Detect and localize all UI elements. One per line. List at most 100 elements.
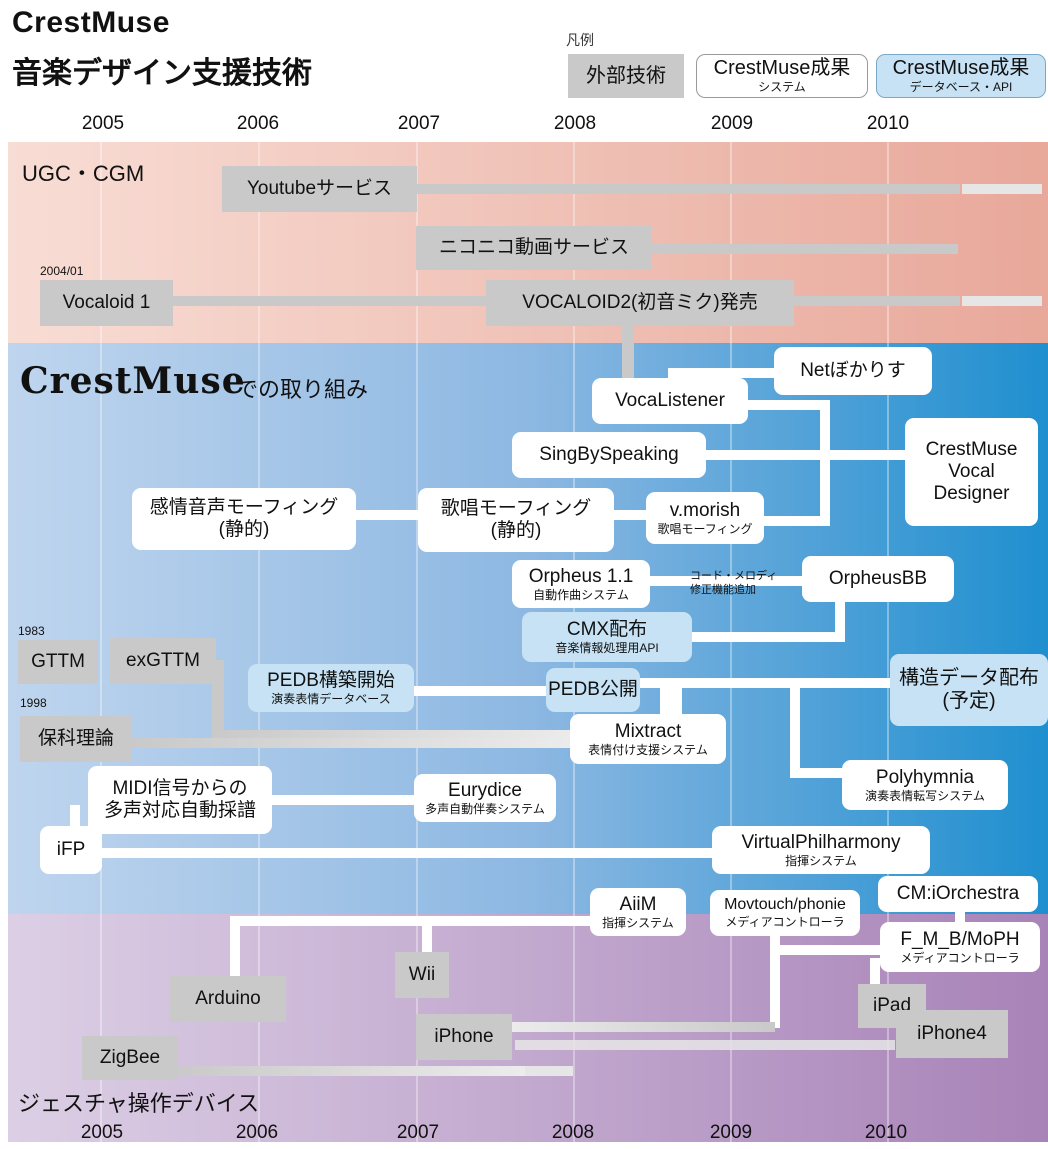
node-exgttm: exGTTM [110,638,216,684]
node-pedb-start: PEDB構築開始 演奏表情データベース [248,664,414,712]
year-label-bottom-2006: 2006 [235,1122,279,1143]
year-label-bottom-2007: 2007 [396,1122,440,1143]
hoka-to-mixtract [130,738,580,748]
legend-system-sub: システム [758,80,806,95]
node-arduino: Arduino [170,976,286,1022]
band-label-crestmuse-suffix: での取り組み [236,377,369,402]
note-hoka-date: 1998 [20,696,47,710]
orpheus-note-line2: 修正機能追加 [690,584,756,597]
crestmuse-connectors [70,368,910,858]
vmorish-title: v.morish [669,499,741,521]
pedb-start-title: PEDB構築開始 [267,669,395,691]
node-vocaloid1: Vocaloid 1 [40,280,173,326]
orpheus-title: Orpheus 1.1 [528,565,634,587]
virtualphil-sub: 指揮システム [785,853,857,868]
node-vmorish: v.morish 歌唱モーフィング [646,492,764,544]
zigbee-dashed [525,1066,573,1076]
kozo-line1: 構造データ配布 [899,667,1039,689]
midi-line2: 多声対応自動採譜 [103,800,256,821]
legend-system-box: CrestMuse成果 システム [696,54,868,98]
zigbee-line [175,1066,525,1076]
vocaloid2-to-vocalistener [622,326,634,382]
node-youtube: Youtubeサービス [222,166,417,212]
vocal-designer-line3: Designer [933,482,1010,504]
fmb-sub: メディアコントローラ [900,950,1020,965]
band-label-crestmuse-logo: CrestMuse [20,360,246,402]
legend-db-title: CrestMuse成果 [892,57,1030,80]
chart-title: CrestMuse [12,6,170,39]
band-label-gesture: ジェスチャ操作デバイス [18,1091,260,1116]
node-mixtract: Mixtract 表情付け支援システム [570,714,726,764]
year-label-top-2005: 2005 [81,113,125,134]
chart-subtitle: 音楽デザイン支援技術 [12,57,312,90]
year-label-bottom-2009: 2009 [709,1122,753,1143]
node-polyhymnia: Polyhymnia 演奏表情転写システム [842,760,1008,810]
node-kasho-morphing: 歌唱モーフィング (静的) [418,488,614,552]
eurydice-sub: 多声自動伴奏システム [425,801,545,816]
nicovideo-line [638,244,958,254]
node-netbokarisu: Netぼかりす [774,347,932,395]
eurydice-title: Eurydice [448,779,522,801]
band-label-ugc: UGC・CGM [22,161,145,186]
node-wii: Wii [395,952,449,998]
kasho-line2: (静的) [490,520,542,541]
legend-db-box: CrestMuse成果 データベース・API [876,54,1046,98]
node-orpheus: Orpheus 1.1 自動作曲システム [512,560,650,608]
year-label-top-2009: 2009 [710,113,754,134]
node-fmb-moph: F_M_B/MoPH メディアコントローラ [880,922,1040,972]
cmx-title: CMX配布 [566,618,648,640]
aiim-title: AiiM [619,893,657,915]
year-label-top-2010: 2010 [866,113,910,134]
node-vocal-designer: CrestMuse Vocal Designer [905,418,1038,526]
aiim-sub: 指揮システム [602,915,674,930]
node-hoka-theory: 保科理論 [20,716,132,762]
vocaloid2-line [790,296,960,306]
iphone-line [510,1022,775,1032]
legend-db-sub: データベース・API [909,80,1013,95]
node-movtouch: Movtouch/phonie メディアコントローラ [710,890,860,936]
node-aiim: AiiM 指揮システム [590,888,686,936]
kasho-line1: 歌唱モーフィング [440,498,592,520]
year-label-top-2007: 2007 [397,113,441,134]
movtouch-title: Movtouch/phonie [724,896,846,914]
node-gttm: GTTM [18,640,98,684]
year-label-top-2006: 2006 [236,113,280,134]
node-singbyspeaking: SingBySpeaking [512,432,706,478]
movtouch-sub: メディアコントローラ [725,914,845,929]
vmorish-sub: 歌唱モーフィング [657,521,753,536]
node-vocalistener: VocaListener [592,378,748,424]
node-cmx: CMX配布 音楽情報処理用API [522,612,692,662]
exgttm-to-mixtract-h [212,730,582,740]
legend-system-title: CrestMuse成果 [713,57,851,80]
orpheus-note: コード・メロディ 修正機能追加 [690,569,777,598]
polyhymnia-title: Polyhymnia [875,766,975,788]
node-zigbee: ZigBee [82,1036,178,1080]
virtualphil-title: VirtualPhilharmony [741,831,901,853]
cmx-sub: 音楽情報処理用API [555,640,659,655]
node-kozo-data: 構造データ配布 (予定) [890,654,1048,726]
ugc-dashed-ends [962,184,1042,306]
node-vocaloid2: VOCALOID2(初音ミク)発売 [486,280,794,326]
mixtract-sub: 表情付け支援システム [588,742,708,757]
node-ifp: iFP [40,826,102,874]
node-cmiorchestra: CM:iOrchestra [878,876,1038,912]
legend-title: 凡例 [566,32,594,48]
polyhymnia-sub: 演奏表情転写システム [865,788,985,803]
legend-external-box: 外部技術 [568,54,684,98]
fmb-title: F_M_B/MoPH [900,928,1020,950]
vocaloid-line [170,296,490,306]
node-iphone: iPhone [416,1014,512,1060]
orpheus-note-line1: コード・メロディ [690,570,778,582]
year-label-bottom-2010: 2010 [864,1122,908,1143]
node-pedb-open: PEDB公開 [546,668,640,712]
mixtract-title: Mixtract [614,720,682,742]
vocal-designer-line2: Vocal [948,461,995,483]
youtube-line [410,184,960,194]
midi-line1: MIDI信号からの [112,778,248,800]
year-label-bottom-2008: 2008 [551,1122,595,1143]
node-virtualphilharmony: VirtualPhilharmony 指揮システム [712,826,930,874]
node-eurydice: Eurydice 多声自動伴奏システム [414,774,556,822]
vocal-designer-line1: CrestMuse [925,439,1018,461]
node-orpheusbb: OrpheusBB [802,556,954,602]
kozo-line2: (予定) [942,690,996,712]
